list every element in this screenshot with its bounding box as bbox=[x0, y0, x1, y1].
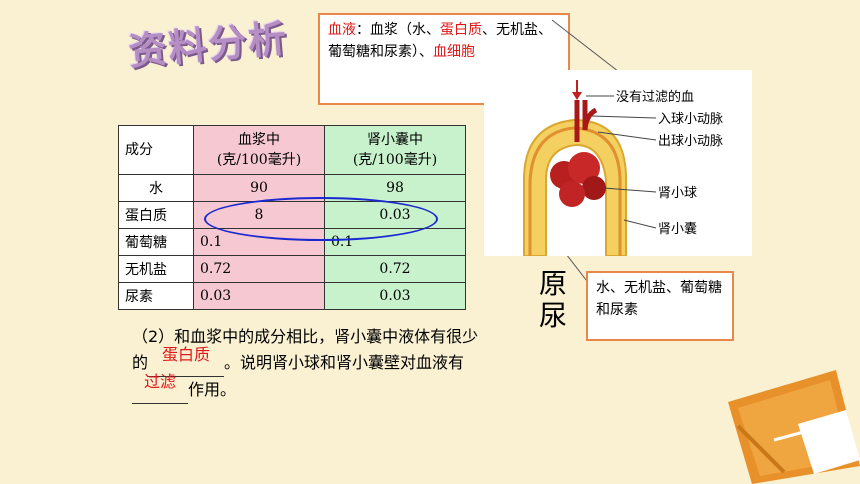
pencil-icon bbox=[736, 424, 786, 474]
answer-blank-2: 过滤 bbox=[132, 372, 188, 404]
urine-callout: 水、无机盐、葡萄糖和尿素 bbox=[586, 271, 734, 341]
header-component: 成分 bbox=[118, 125, 194, 175]
blood-label: 血液 bbox=[328, 22, 356, 38]
glomerulus-part bbox=[568, 152, 600, 184]
label-capsule: 肾小囊 bbox=[658, 221, 697, 237]
answer-blank-1: 蛋白质 bbox=[148, 345, 225, 377]
pen-icon bbox=[773, 424, 827, 442]
row-name: 蛋白质 bbox=[118, 201, 194, 229]
blood-callout: 血液：血浆（水、蛋白质、无机盐、葡萄糖和尿素）、血细胞 bbox=[318, 13, 570, 105]
kidney-diagram: 没有过滤的血 入球小动脉 出球小动脉 肾小球 肾小囊 bbox=[484, 70, 752, 257]
blood-protein: 蛋白质 bbox=[440, 22, 482, 38]
row-capsule: 0.03 bbox=[324, 282, 466, 310]
row-plasma: 0.03 bbox=[193, 282, 325, 310]
nephron-illustration: 没有过滤的血 入球小动脉 出球小动脉 肾小球 肾小囊 bbox=[523, 80, 723, 257]
row-plasma: 0.72 bbox=[193, 255, 325, 283]
row-name: 葡萄糖 bbox=[118, 228, 194, 256]
row-name: 尿素 bbox=[118, 282, 194, 310]
arterioles bbox=[574, 100, 598, 142]
row-capsule: 0.72 bbox=[324, 255, 466, 283]
analysis-paragraph: （2）和血浆中的成分相比，肾小囊中液体有很少的蛋白质。说明肾小球和肾小囊壁对血液… bbox=[132, 324, 482, 404]
protein-highlight-oval bbox=[204, 197, 438, 241]
label-unfiltered-blood: 没有过滤的血 bbox=[616, 89, 694, 105]
table-row: 尿素 0.03 0.03 bbox=[118, 282, 466, 310]
glomerulus-part bbox=[582, 176, 606, 200]
arrow-head bbox=[572, 92, 582, 100]
blood-text-2: 、无机盐、葡萄糖和尿素）、 bbox=[328, 22, 552, 60]
primary-urine-label: 原 尿 bbox=[538, 268, 568, 332]
label-efferent: 出球小动脉 bbox=[658, 134, 723, 149]
answer-1: 蛋白质 bbox=[162, 345, 211, 364]
capsule-shape bbox=[523, 118, 627, 257]
paper-sheet bbox=[798, 410, 860, 474]
primary-urine-char-2: 尿 bbox=[538, 299, 567, 332]
blood-cells: 血细胞 bbox=[433, 44, 475, 60]
glomerulus-part bbox=[559, 181, 585, 207]
label-glomerulus: 肾小球 bbox=[658, 186, 697, 201]
header-capsule: 肾小囊中 (克/100毫升) bbox=[324, 125, 466, 175]
para-part-3: 作用。 bbox=[188, 380, 237, 399]
table-row: 无机盐 0.72 0.72 bbox=[118, 255, 466, 283]
para-part-2: 。说明肾小球和肾小囊壁对血液有 bbox=[224, 353, 465, 372]
blood-text-1: 血浆（水、 bbox=[370, 22, 440, 38]
capsule-wall bbox=[528, 126, 622, 256]
blood-colon: ： bbox=[356, 22, 370, 38]
row-name: 无机盐 bbox=[118, 255, 194, 283]
notebook-pencil-decoration bbox=[728, 370, 860, 484]
para-part-1: （2）和血浆中的成分相比，肾小囊中液体有很少的 bbox=[132, 327, 479, 372]
row-name: 水 bbox=[118, 174, 194, 202]
table-header-row: 成分 血浆中 (克/100毫升) 肾小囊中 (克/100毫升) bbox=[118, 125, 466, 175]
header-plasma: 血浆中 (克/100毫升) bbox=[193, 125, 325, 175]
answer-2: 过滤 bbox=[143, 372, 176, 391]
label-afferent: 入球小动脉 bbox=[658, 112, 723, 127]
primary-urine-char-1: 原 bbox=[538, 267, 567, 300]
